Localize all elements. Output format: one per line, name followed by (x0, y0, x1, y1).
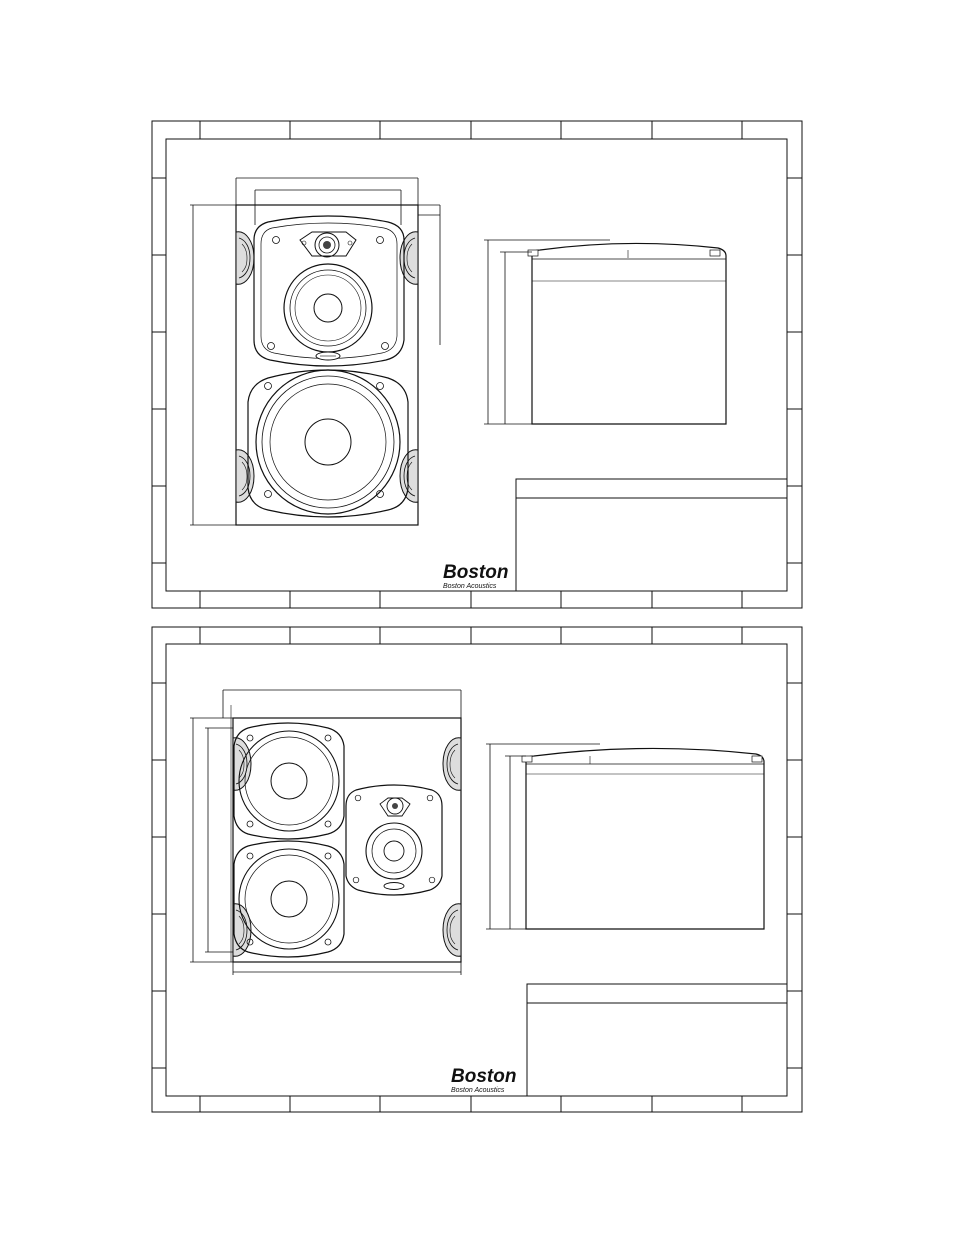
logo-subtitle: Boston Acoustics (451, 1087, 505, 1094)
outer-border (152, 121, 802, 608)
zone-ticks (152, 121, 802, 608)
midrange-driver (284, 264, 372, 352)
logo-wordmark: Boston (443, 562, 508, 583)
tweeter (300, 232, 356, 257)
sheet-bottom (152, 627, 802, 1112)
inner-border (166, 644, 787, 1096)
woofer (248, 370, 408, 517)
title-block (516, 479, 787, 591)
zone-ticks (152, 627, 802, 1112)
outer-border (152, 627, 802, 1112)
front-view-speaker (190, 690, 461, 975)
mid-tweeter-plate (254, 216, 404, 366)
front-view-speaker (190, 178, 440, 525)
mid-tweeter-plate (346, 785, 442, 895)
title-block (527, 984, 787, 1096)
woofer-upper (234, 723, 344, 839)
side-view (486, 744, 764, 929)
inner-border (166, 139, 787, 591)
logo-wordmark: Boston (451, 1066, 516, 1087)
side-view (484, 240, 726, 424)
sheet-top (152, 121, 802, 608)
logo-subtitle: Boston Acoustics (443, 583, 497, 590)
